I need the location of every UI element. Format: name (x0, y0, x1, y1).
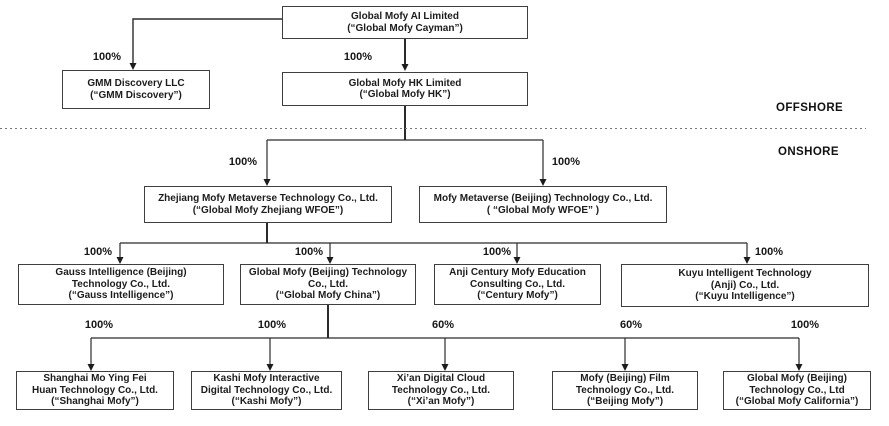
company-alias: (“Global Mofy California”) (735, 396, 859, 408)
arrow-hk (401, 64, 409, 71)
node-gmm-discovery: GMM Discovery LLC (“GMM Discovery”) (62, 70, 210, 109)
arrow-bjfilm (621, 364, 629, 371)
onshore-label: ONSHORE (778, 146, 839, 158)
node-zhejiang-wfoe: Zhejiang Mofy Metaverse Technology Co., … (144, 186, 392, 223)
node-shanghai-mofy: Shanghai Mo Ying Fei Huan Technology Co.… (16, 371, 174, 410)
arrow-zhejiang (263, 179, 271, 186)
arrow-bjwfoe (539, 179, 547, 186)
ownership-label-kuyu: 100% (754, 246, 784, 258)
company-alias: (“Global Mofy Cayman”) (347, 22, 463, 34)
company-name: Zhejiang Mofy Metaverse Technology Co., … (158, 193, 378, 204)
company-name: Kashi Mofy Interactive Digital Technolog… (200, 373, 333, 396)
arrow-xian (441, 364, 449, 371)
company-name: Mofy Metaverse (Beijing) Technology Co.,… (433, 193, 653, 204)
arrow-gauss (116, 257, 124, 264)
edge-cayman-gmm (132, 18, 282, 64)
ownership-label-california: 100% (790, 319, 820, 331)
ownership-label-gauss: 100% (83, 246, 113, 258)
company-name: Global Mofy (Beijing) Technology Co., Lt… (248, 267, 408, 290)
company-alias: (“Kuyu Intelligence”) (695, 291, 795, 303)
company-name: Shanghai Mo Ying Fei Huan Technology Co.… (32, 373, 158, 396)
company-alias: (“GMM Discovery”) (90, 89, 182, 101)
company-name: Anji Century Mofy Education Consulting C… (449, 267, 586, 290)
company-alias: (“Shanghai Mofy”) (51, 396, 139, 408)
node-global-mofy-cayman: Global Mofy AI Limited (“Global Mofy Cay… (282, 6, 528, 39)
arrow-kuyu (743, 257, 751, 264)
company-alias: (“Global Mofy HK”) (359, 89, 451, 100)
node-global-mofy-china: Global Mofy (Beijing) Technology Co., Lt… (240, 264, 416, 305)
company-alias: (“Gauss Intelligence”) (68, 290, 174, 302)
ownership-label-beijing-wfoe: 100% (551, 156, 581, 168)
ownership-label-century: 100% (482, 246, 512, 258)
company-name: Global Mofy AI Limited (351, 11, 459, 22)
company-alias: (“Century Mofy”) (477, 290, 558, 302)
node-global-mofy-california: Global Mofy (Beijing) Technology Co., Lt… (723, 371, 871, 410)
node-beijing-wfoe: Mofy Metaverse (Beijing) Technology Co.,… (419, 186, 667, 223)
company-name: Kuyu Intelligent Technology (Anji) Co., … (678, 268, 812, 291)
arrow-gmm (129, 63, 137, 70)
ownership-label-china: 100% (294, 246, 324, 258)
arrow-kashi (266, 364, 274, 371)
arrowheads (87, 63, 803, 371)
ownership-label-kashi: 100% (257, 319, 287, 331)
node-century-mofy: Anji Century Mofy Education Consulting C… (434, 264, 601, 305)
company-alias: (“Global Mofy Zhejiang WFOE”) (192, 204, 344, 216)
company-alias: ( “Global Mofy WFOE” ) (486, 204, 600, 216)
node-kashi-mofy: Kashi Mofy Interactive Digital Technolog… (191, 371, 342, 410)
ownership-label-beijing-film: 60% (619, 319, 643, 331)
company-name: Xi’an Digital Cloud Technology Co., Ltd. (391, 373, 491, 396)
arrow-china (326, 257, 334, 264)
ownership-label-zhejiang-wfoe: 100% (228, 156, 258, 168)
company-name: Global Mofy HK Limited (348, 77, 462, 89)
company-alias: (“Kashi Mofy”) (231, 396, 302, 408)
company-alias: (“Global Mofy China”) (275, 290, 381, 302)
company-name: Gauss Intelligence (Beijing) Technology … (55, 267, 187, 290)
company-name: Mofy (Beijing) Film Technology Co., Ltd. (575, 373, 675, 396)
arrow-california (795, 364, 803, 371)
node-global-mofy-hk: Global Mofy HK Limited (“Global Mofy HK”… (282, 72, 528, 106)
ownership-label-gmm: 100% (92, 51, 122, 63)
node-xian-mofy: Xi’an Digital Cloud Technology Co., Ltd.… (368, 371, 514, 410)
node-kuyu-intelligence: Kuyu Intelligent Technology (Anji) Co., … (621, 264, 869, 307)
company-alias: (“Xi’an Mofy”) (407, 396, 475, 408)
arrow-century (513, 257, 521, 264)
node-beijing-mofy: Mofy (Beijing) Film Technology Co., Ltd.… (552, 371, 698, 410)
company-name: GMM Discovery LLC (87, 78, 185, 89)
company-alias: (“Beijing Mofy”) (586, 396, 664, 408)
ownership-label-shanghai: 100% (84, 319, 114, 331)
node-gauss-intelligence: Gauss Intelligence (Beijing) Technology … (18, 264, 224, 305)
offshore-label: OFFSHORE (776, 102, 844, 114)
ownership-label-hk: 100% (343, 51, 373, 63)
company-name: Global Mofy (Beijing) Technology Co., Lt… (747, 373, 847, 396)
ownership-label-xian: 60% (431, 319, 455, 331)
arrow-shanghai (87, 364, 95, 371)
